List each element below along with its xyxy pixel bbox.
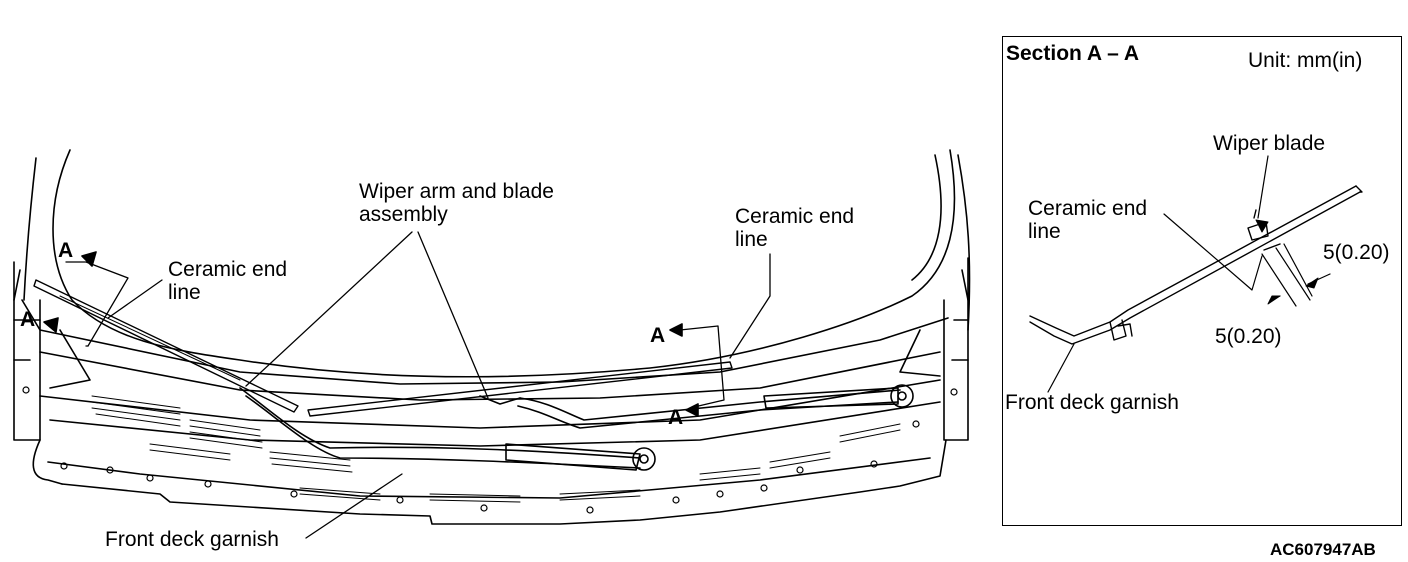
section-marker-a-2: A xyxy=(20,308,36,331)
ceramic-end-line-label-right: Ceramic end line xyxy=(735,205,855,251)
wiper-blade-label: Wiper blade xyxy=(1213,132,1326,155)
section-arrows xyxy=(43,251,699,417)
dimension-lower: 5(0.20) xyxy=(1215,325,1282,348)
windshield-outline xyxy=(23,149,971,378)
section-marker-a-4: A xyxy=(668,406,684,429)
section-marker-a-3: A xyxy=(650,324,666,347)
section-title: Section A – A xyxy=(1006,42,1140,65)
section-dim-arrows xyxy=(1255,219,1319,305)
unit-label: Unit: mm(in) xyxy=(1248,49,1363,72)
dimension-upper: 5(0.20) xyxy=(1323,241,1390,264)
left-wiper-blade xyxy=(33,279,299,413)
section-ceramic-label: Ceramic end line xyxy=(1028,197,1148,243)
section-front-deck-label: Front deck garnish xyxy=(1005,391,1179,414)
wiper-arm-label: Wiper arm and blade assembly xyxy=(359,180,554,226)
figure-code: AC607947AB xyxy=(1270,540,1376,559)
right-wiper-blade xyxy=(307,361,733,417)
mounting-holes xyxy=(22,386,958,514)
section-a-a-box xyxy=(1002,36,1402,526)
section-marker-a-1: A xyxy=(58,239,74,262)
front-deck-garnish-label: Front deck garnish xyxy=(105,528,279,551)
right-wiper-arm xyxy=(517,384,914,429)
left-wiper-arm xyxy=(239,387,656,471)
leader-lines xyxy=(65,231,771,539)
vent-grille xyxy=(91,395,901,503)
cowl-frame xyxy=(13,257,969,525)
ceramic-end-line-label-left: Ceramic end line xyxy=(168,258,288,304)
